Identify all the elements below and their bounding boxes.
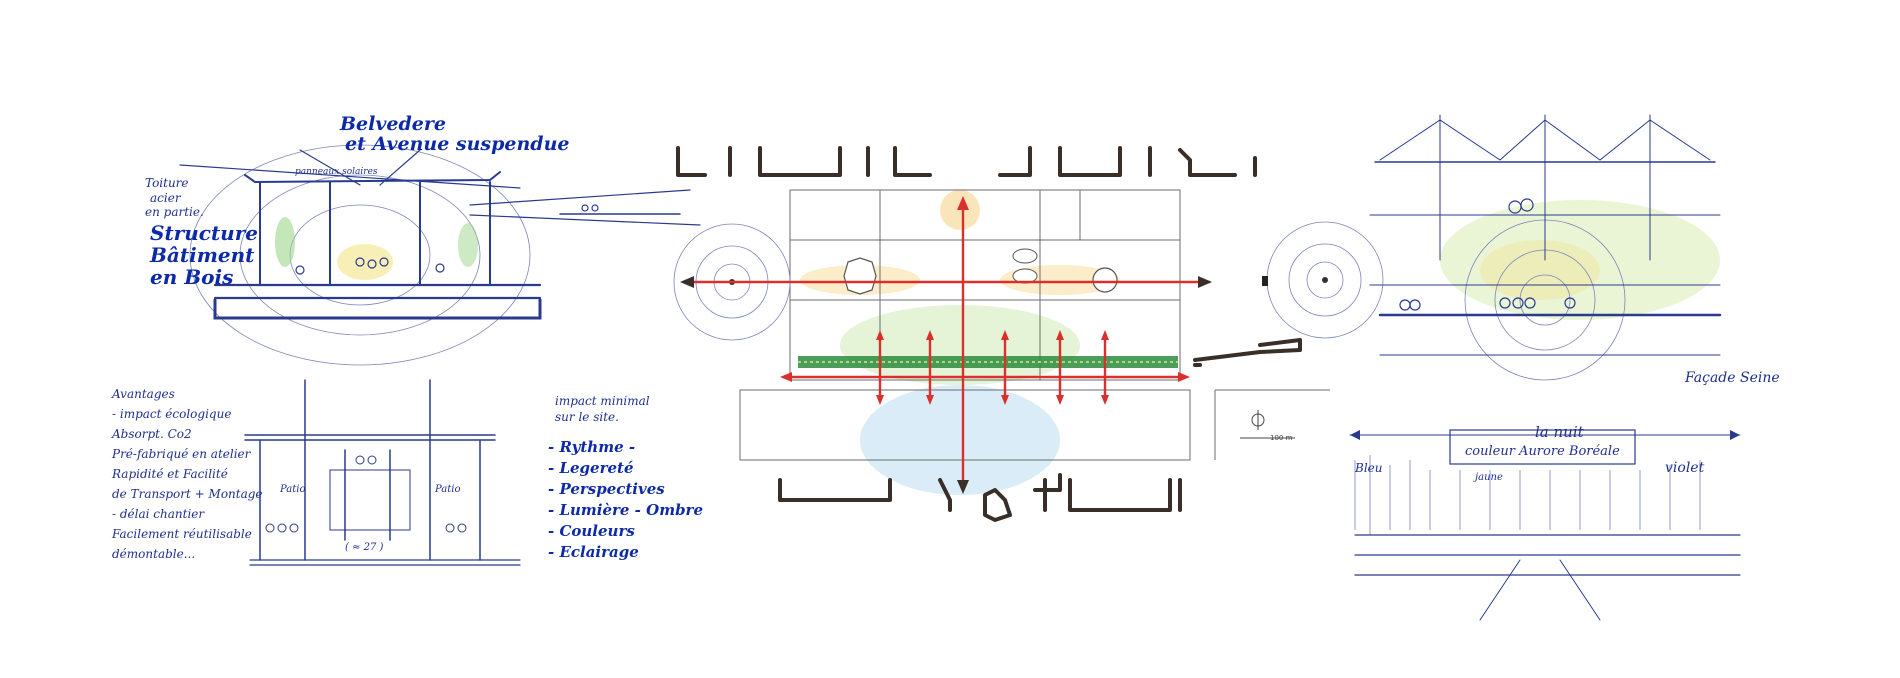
north-arrow-icon	[1251, 410, 1265, 430]
quality-item: - Perspectives	[548, 480, 665, 498]
quality-item: - Rythme -	[548, 438, 635, 456]
advantage-item: Pré-fabriqué en atelier	[111, 447, 252, 461]
right-facade-sketch: Façade Seine	[1369, 114, 1780, 386]
advantages-list: Avantages - impact écologique Absorpt. C…	[111, 387, 263, 561]
center-site-plan: 100 m	[673, 146, 1384, 522]
advantage-item: Facilement réutilisable	[111, 527, 252, 541]
quality-item: - Eclairage	[548, 543, 639, 561]
patio-left-label: Patio	[279, 484, 305, 495]
advantage-item: - impact écologique	[112, 407, 231, 421]
left-plan-sketch: Patio Patio ( ≈ 27 ) Avantages - impact …	[111, 379, 703, 566]
left-section-sketch: Belvedere et Avenue suspendue panneaux s…	[145, 113, 701, 366]
blue-label: Bleu	[1354, 461, 1383, 475]
roof-note-line3: en partie.	[145, 205, 204, 219]
section-title-line2: et Avenue suspendue	[345, 133, 570, 155]
impact-line1: impact minimal	[555, 394, 650, 408]
advantage-item: Absorpt. Co2	[111, 427, 192, 441]
right-night-sketch: la nuit couleur Aurore Boréale violet Bl…	[1349, 423, 1741, 621]
patio-right-label: Patio	[434, 484, 460, 495]
roof-note-line2: acier	[150, 191, 182, 205]
advantage-item: de Transport + Montage	[112, 487, 263, 501]
advantage-item: - délai chantier	[112, 507, 205, 521]
structure-line1: Structure	[150, 221, 258, 245]
qualities-list: - Rythme - - Legereté - Perspectives - L…	[548, 438, 703, 561]
roof-note-line1: Toiture	[145, 176, 189, 190]
solar-panel-label: panneaux solaires	[295, 167, 378, 177]
color-label: couleur Aurore Boréale	[1465, 444, 1620, 459]
scale-label: 100 m	[1270, 434, 1293, 442]
quality-item: - Lumière - Ombre	[548, 501, 703, 519]
violet-label: violet	[1665, 460, 1705, 476]
impact-line2: sur le site.	[555, 410, 619, 424]
night-label: la nuit	[1535, 423, 1585, 441]
quality-item: - Couleurs	[548, 522, 635, 540]
structure-line3: en Bois	[150, 265, 233, 289]
structure-line2: Bâtiment	[149, 243, 255, 267]
section-title-line1: Belvedere	[339, 113, 446, 135]
quality-item: - Legereté	[548, 459, 634, 477]
facade-label: Façade Seine	[1684, 370, 1780, 386]
dimension-label: ( ≈ 27 )	[345, 542, 384, 553]
advantage-item: démontable...	[112, 547, 195, 561]
yellow-label: jaune	[1473, 472, 1503, 483]
advantage-item: Rapidité et Facilité	[111, 467, 228, 481]
advantage-item: Avantages	[111, 387, 175, 401]
